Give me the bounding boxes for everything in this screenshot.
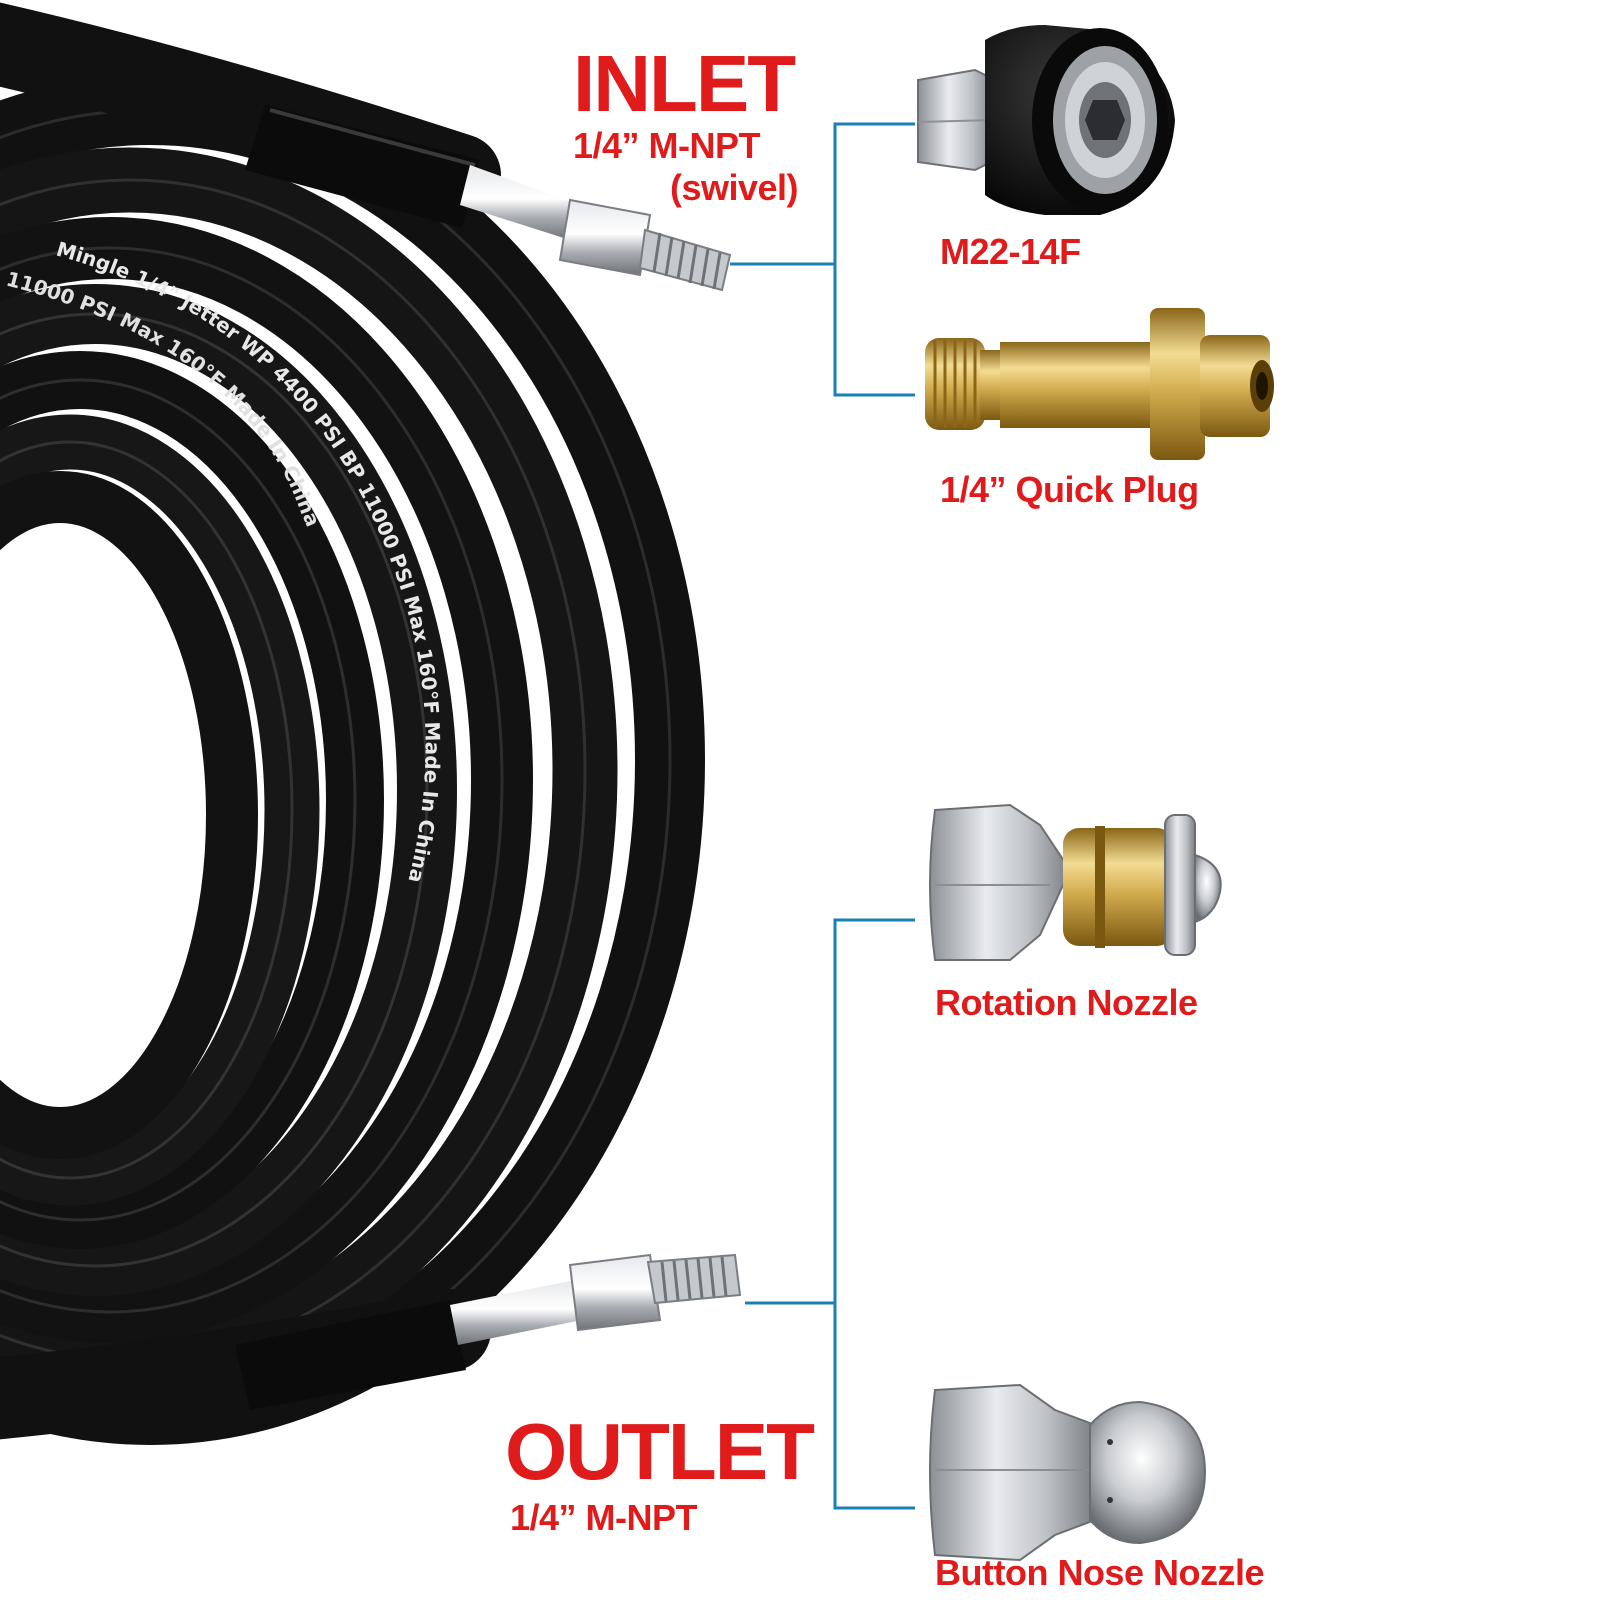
outlet-hose-end — [0, 1253, 742, 1440]
quick-plug-label: 1/4” Quick Plug — [940, 469, 1199, 510]
m22-14f-coupler — [917, 25, 1175, 215]
inlet-note: (swivel) — [670, 167, 799, 208]
outlet-spec: 1/4” M-NPT — [510, 1497, 698, 1538]
leader-lines — [730, 122, 915, 1510]
outlet-title: OUTLET — [505, 1407, 815, 1496]
inlet-hose-end — [0, 2, 732, 292]
m22-14f-label: M22-14F — [940, 231, 1081, 272]
inlet-title: INLET — [573, 39, 796, 128]
rotation-nozzle-label: Rotation Nozzle — [935, 982, 1198, 1023]
button-nose-nozzle-label: Button Nose Nozzle — [935, 1552, 1265, 1593]
inlet-spec: 1/4” M-NPT — [573, 125, 761, 166]
button-nose-nozzle — [929, 1383, 1207, 1562]
quick-plug-adapter — [925, 308, 1274, 460]
rotation-nozzle — [929, 803, 1222, 961]
